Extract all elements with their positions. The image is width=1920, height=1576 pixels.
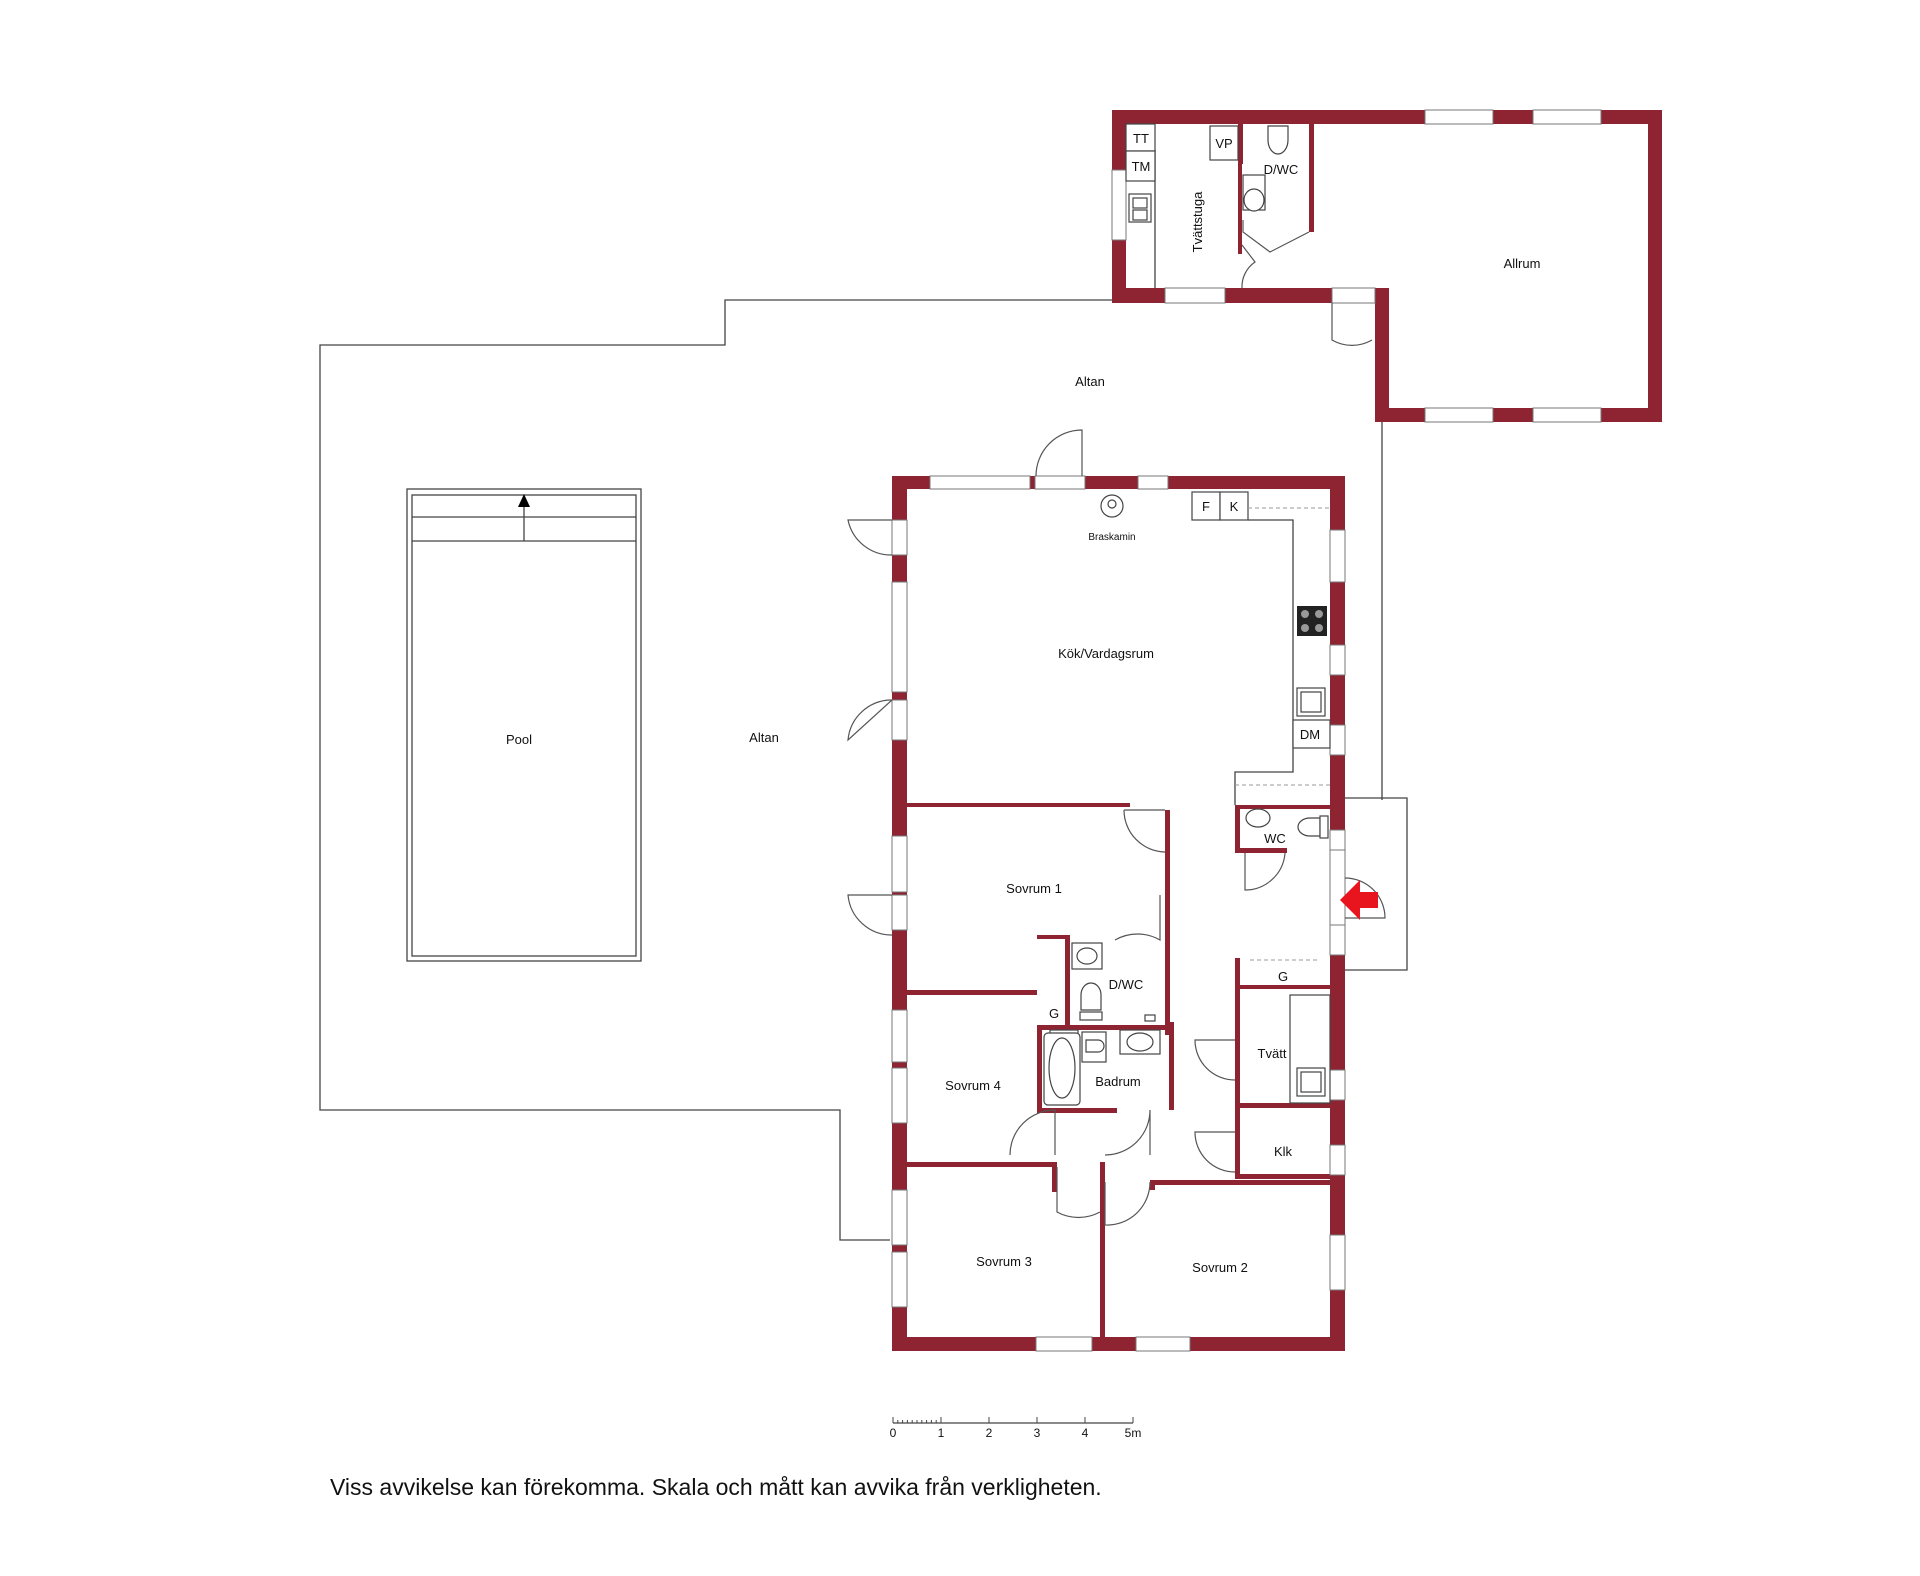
- outbuilding-sink-icon: [1243, 188, 1265, 212]
- label-badrum: Badrum: [1095, 1074, 1141, 1089]
- laundry-fixtures: [1250, 959, 1331, 1104]
- label-dwc: D/WC: [1109, 977, 1144, 992]
- pool: [406, 488, 642, 962]
- label-k: K: [1230, 499, 1239, 514]
- wc-fixtures: [1245, 808, 1329, 839]
- dwc-sink-icon: [1076, 947, 1098, 965]
- stove-icon: [1297, 606, 1327, 636]
- scale-tick-label: 4: [1082, 1426, 1089, 1440]
- label-g-right: G: [1278, 969, 1288, 984]
- outbuilding-fixtures: [1125, 123, 1373, 346]
- scale-tick-label: 3: [1034, 1426, 1041, 1440]
- label-tvatt: Tvätt: [1258, 1046, 1287, 1061]
- label-dwc-top: D/WC: [1264, 162, 1299, 177]
- label-g-left: G: [1049, 1006, 1059, 1021]
- label-f: F: [1202, 499, 1210, 514]
- scale-tick-label: 0: [890, 1426, 897, 1440]
- wc-toilet-icon: [1297, 817, 1321, 837]
- main-house-walls: [892, 476, 1345, 1351]
- entrance-arrow-icon: [1340, 880, 1378, 920]
- bathroom-fixtures: [1043, 942, 1161, 1106]
- label-tm: TM: [1132, 159, 1151, 174]
- scale-tick-label: 2: [986, 1426, 993, 1440]
- disclaimer-text: Viss avvikelse kan förekomma. Skala och …: [330, 1474, 1102, 1500]
- label-tt: TT: [1133, 131, 1149, 146]
- label-sovrum2: Sovrum 2: [1192, 1260, 1248, 1275]
- scale-bar: 0 1 2 3 4 5m: [890, 1417, 1142, 1440]
- label-allrum: Allrum: [1504, 256, 1541, 271]
- label-sovrum1: Sovrum 1: [1006, 881, 1062, 896]
- kitchen-fixtures: [1100, 491, 1331, 805]
- label-vp: VP: [1215, 136, 1232, 151]
- badrum-sink-icon: [1126, 1032, 1154, 1052]
- label-tvattstuga: Tvättstuga: [1190, 191, 1205, 252]
- label-wc: WC: [1264, 831, 1286, 846]
- label-altan-left: Altan: [749, 730, 779, 745]
- wc-sink-icon: [1245, 808, 1271, 828]
- entrance-porch: [1342, 797, 1408, 971]
- label-altan-top: Altan: [1075, 374, 1105, 389]
- main-house-windows: [891, 475, 1346, 1352]
- outbuilding-toilet-icon: [1267, 125, 1289, 155]
- door-swings: [847, 429, 1386, 1226]
- pool-arrow-icon: [518, 494, 530, 507]
- scale-tick-label: 5m: [1125, 1426, 1142, 1440]
- label-dm: DM: [1300, 727, 1320, 742]
- scale-tick-label: 1: [938, 1426, 945, 1440]
- label-pool: Pool: [506, 732, 532, 747]
- outbuilding-windows: [1111, 109, 1602, 423]
- label-sovrum4: Sovrum 4: [945, 1078, 1001, 1093]
- outbuilding-walls: [1112, 110, 1662, 422]
- altan-outline: [319, 295, 1383, 1241]
- label-sovrum3: Sovrum 3: [976, 1254, 1032, 1269]
- label-klk: Klk: [1274, 1144, 1293, 1159]
- dwc-toilet-icon: [1080, 982, 1102, 1011]
- label-braskamin: Braskamin: [1088, 532, 1135, 543]
- label-kok: Kök/Vardagsrum: [1058, 646, 1154, 661]
